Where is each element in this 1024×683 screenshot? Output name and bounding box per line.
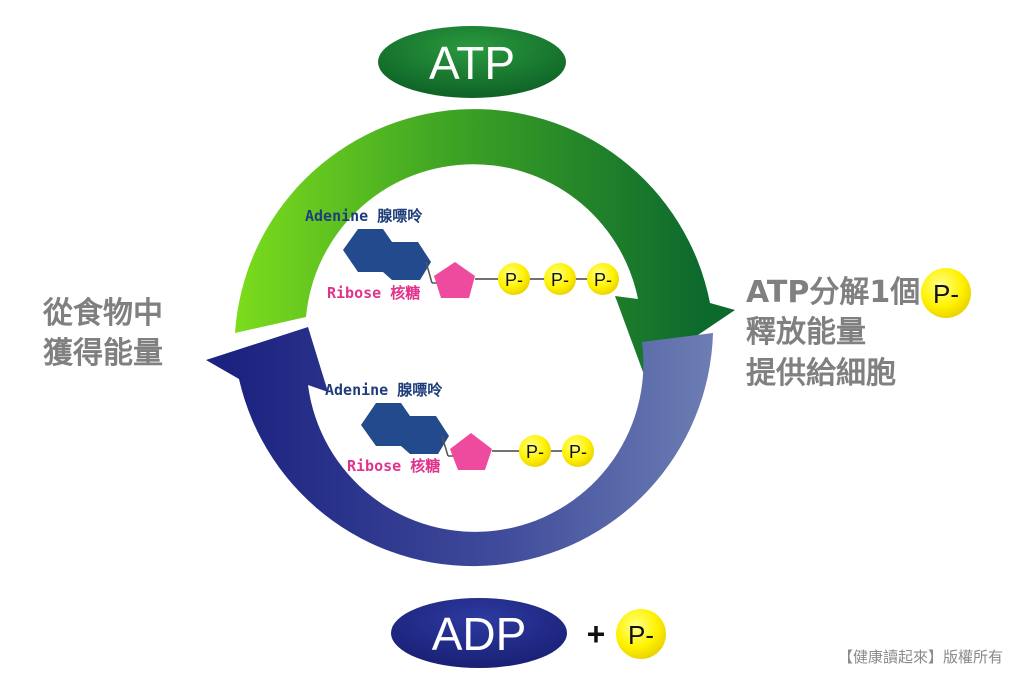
atp-ribose-shape [434, 262, 475, 298]
adp-adenine-ribose-bond [441, 435, 449, 457]
adp-adenine-label: Adenine 腺嘌呤 [325, 381, 443, 399]
adp-badge-label: ADP [432, 608, 527, 660]
copyright-notice: 【健康讀起來】版權所有 [838, 648, 1003, 666]
adp-adenine-shape [361, 403, 449, 454]
adp-phosphate-1-label: P- [526, 442, 544, 462]
atp-ribose-label: Ribose 核糖 [327, 284, 420, 302]
adp-phosphate-1: P- [519, 435, 551, 467]
atp-phosphate-3-label: P- [594, 270, 612, 290]
release-line-2: 釋放能量 [746, 315, 866, 350]
atp-phosphate-3: P- [587, 263, 619, 295]
atp-phosphate-1: P- [498, 263, 530, 295]
adp-badge: ADP [391, 598, 567, 668]
atp-badge: ATP [378, 26, 566, 98]
adp-cycle-arrow [206, 327, 713, 567]
atp-adenine-shape [343, 229, 431, 280]
atp-phosphate-2-label: P- [551, 270, 569, 290]
adp-molecule: Adenine 腺嘌呤 Ribose 核糖 P- P- [325, 381, 594, 475]
released-phosphate-label: P- [933, 279, 959, 309]
release-energy-text: ATP分解1個 P- 釋放能量 提供給細胞 [746, 268, 971, 391]
atp-badge-label: ATP [429, 37, 515, 89]
adp-phosphate-2-label: P- [569, 442, 587, 462]
gain-line-1: 從食物中 [42, 296, 163, 331]
atp-adenine-ribose-bond [425, 261, 433, 284]
release-line-1: ATP分解1個 [746, 275, 920, 310]
atp-cycle-arrow [235, 109, 735, 372]
adp-ribose-label: Ribose 核糖 [347, 457, 440, 475]
gain-line-2: 獲得能量 [43, 336, 163, 371]
atp-phosphate-1-label: P- [505, 270, 523, 290]
plus-sign: + [587, 616, 606, 652]
adp-phosphate-2: P- [562, 435, 594, 467]
free-phosphate-label: P- [628, 620, 654, 650]
release-line-3: 提供給細胞 [746, 356, 896, 391]
free-phosphate: P- [616, 609, 666, 659]
atp-adenine-label: Adenine 腺嘌呤 [305, 207, 423, 225]
released-phosphate: P- [921, 268, 971, 318]
gain-energy-text: 從食物中 獲得能量 [42, 296, 163, 371]
adp-ribose-shape [450, 433, 492, 470]
atp-phosphate-2: P- [544, 263, 576, 295]
atp-molecule: Adenine 腺嘌呤 Ribose 核糖 P- P- P- [305, 207, 619, 302]
